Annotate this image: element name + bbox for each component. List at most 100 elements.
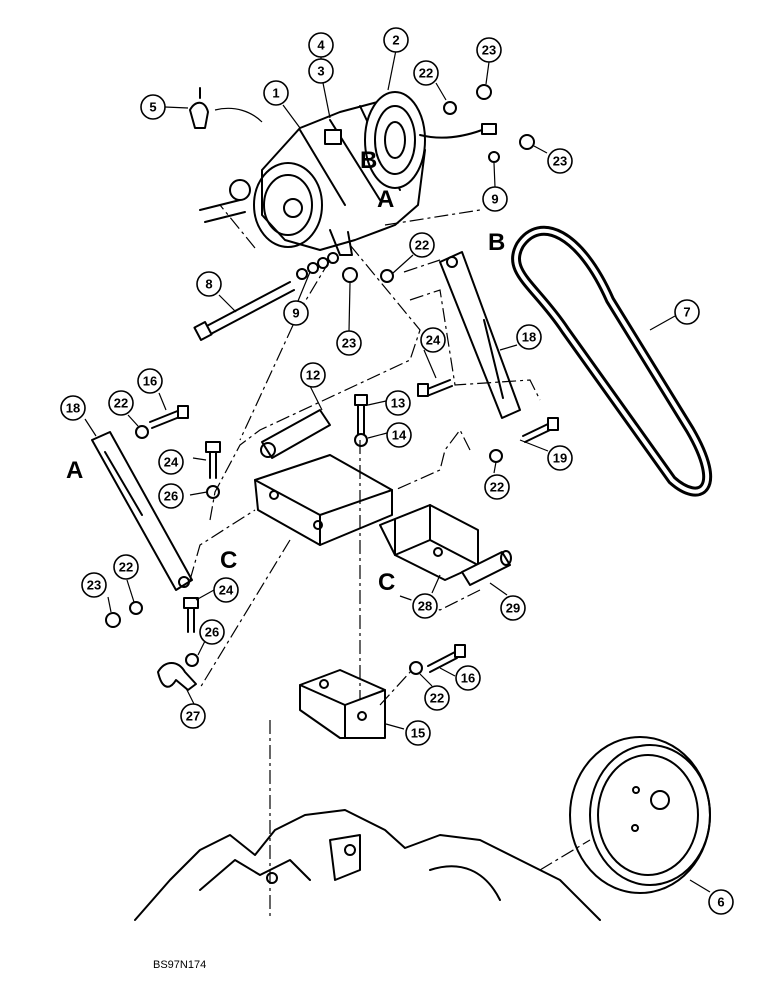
ref-letter-c-bracket: C — [378, 569, 395, 596]
callout-circle — [283, 300, 309, 326]
callout-14: 14 — [386, 422, 412, 448]
callout-circle — [516, 324, 542, 350]
callout-13: 13 — [385, 390, 411, 416]
callout-number: 24 — [164, 455, 179, 470]
ref-letter-a-strap: A — [66, 457, 83, 484]
callout-leaders — [84, 49, 711, 893]
callout-number: 26 — [205, 625, 219, 640]
callout-number: 22 — [415, 238, 429, 253]
ref-letter-b-strap: B — [488, 229, 505, 256]
assembly-lines — [189, 204, 591, 920]
callout-number: 15 — [411, 726, 425, 741]
callout-circle — [140, 94, 166, 120]
callout-number: 23 — [553, 154, 567, 169]
callout-circle — [413, 60, 439, 86]
callout-circle — [60, 395, 86, 421]
callout-number: 28 — [418, 599, 432, 614]
callout-circle — [308, 32, 334, 58]
callout-circle — [424, 685, 450, 711]
callout-circle — [158, 449, 184, 475]
callout-24: 24 — [420, 327, 446, 353]
callout-circle — [137, 368, 163, 394]
callout-circle — [336, 330, 362, 356]
spacer — [461, 550, 512, 586]
callout-27: 27 — [180, 703, 206, 729]
callout-23: 23 — [476, 37, 502, 63]
callout-8: 8 — [196, 271, 222, 297]
callout-number: 24 — [219, 583, 234, 598]
callout-circle — [500, 595, 526, 621]
callout-18: 18 — [60, 395, 86, 421]
callout-number: 23 — [342, 336, 356, 351]
callout-number: 22 — [119, 560, 133, 575]
callout-22: 22 — [424, 685, 450, 711]
callout-number: 4 — [317, 38, 325, 53]
callout-number: 27 — [186, 709, 200, 724]
callout-number: 16 — [143, 374, 157, 389]
callout-circle — [482, 186, 508, 212]
callout-number: 24 — [426, 333, 441, 348]
ref-letters: A B B A C C — [66, 147, 505, 596]
callout-2: 2 — [383, 27, 409, 53]
callout-circle — [412, 593, 438, 619]
callout-circle — [300, 362, 326, 388]
callout-circle — [213, 577, 239, 603]
callout-22: 22 — [409, 232, 435, 258]
callout-26: 26 — [199, 619, 225, 645]
mounting-plate — [254, 409, 393, 546]
ref-letter-a-compressor: A — [377, 186, 394, 213]
washers — [105, 425, 503, 675]
callout-circle — [196, 271, 222, 297]
callout-6: 6 — [708, 889, 734, 915]
callout-number: 22 — [430, 691, 444, 706]
callout-number: 1 — [272, 86, 279, 101]
callout-number: 8 — [205, 277, 212, 292]
callout-circle — [547, 148, 573, 174]
callout-9: 9 — [482, 186, 508, 212]
callout-number: 6 — [717, 895, 724, 910]
callout-circle — [405, 720, 431, 746]
callout-number: 29 — [506, 601, 520, 616]
callout-number: 5 — [149, 100, 156, 115]
ac-compressor — [199, 91, 497, 256]
ref-letter-c-strap: C — [220, 547, 237, 574]
callout-circle — [383, 27, 409, 53]
hose-clamp — [157, 662, 197, 691]
callout-24: 24 — [158, 449, 184, 475]
callout-22: 22 — [108, 390, 134, 416]
callout-circle — [420, 327, 446, 353]
callout-circle — [158, 483, 184, 509]
adjusting-strap-right — [439, 251, 521, 419]
callout-number: 23 — [482, 43, 496, 58]
callout-22: 22 — [113, 554, 139, 580]
callout-number: 22 — [114, 396, 128, 411]
ref-letter-b-compressor: B — [360, 147, 377, 174]
callout-12: 12 — [300, 362, 326, 388]
callout-22: 22 — [484, 474, 510, 500]
callout-16: 16 — [455, 665, 481, 691]
callout-number: 9 — [491, 192, 498, 207]
callout-16: 16 — [137, 368, 163, 394]
callout-15: 15 — [405, 720, 431, 746]
callout-5: 5 — [140, 94, 166, 120]
callout-circle — [708, 889, 734, 915]
callout-circle — [385, 390, 411, 416]
callout-circle — [308, 58, 334, 84]
callout-circle — [476, 37, 502, 63]
hardware-top — [296, 84, 535, 283]
callout-3: 3 — [308, 58, 334, 84]
callout-circle — [386, 422, 412, 448]
callout-7: 7 — [674, 299, 700, 325]
callout-19: 19 — [547, 445, 573, 471]
drive-belt — [511, 225, 713, 497]
callout-number: 26 — [164, 489, 178, 504]
callout-number: 9 — [292, 306, 299, 321]
long-bolt — [193, 281, 295, 341]
engine-outline — [134, 809, 601, 921]
wire-tag — [189, 87, 263, 129]
callout-23: 23 — [81, 572, 107, 598]
callout-number: 14 — [392, 428, 407, 443]
callout-1: 1 — [263, 80, 289, 106]
adjusting-strap-left — [91, 431, 193, 591]
